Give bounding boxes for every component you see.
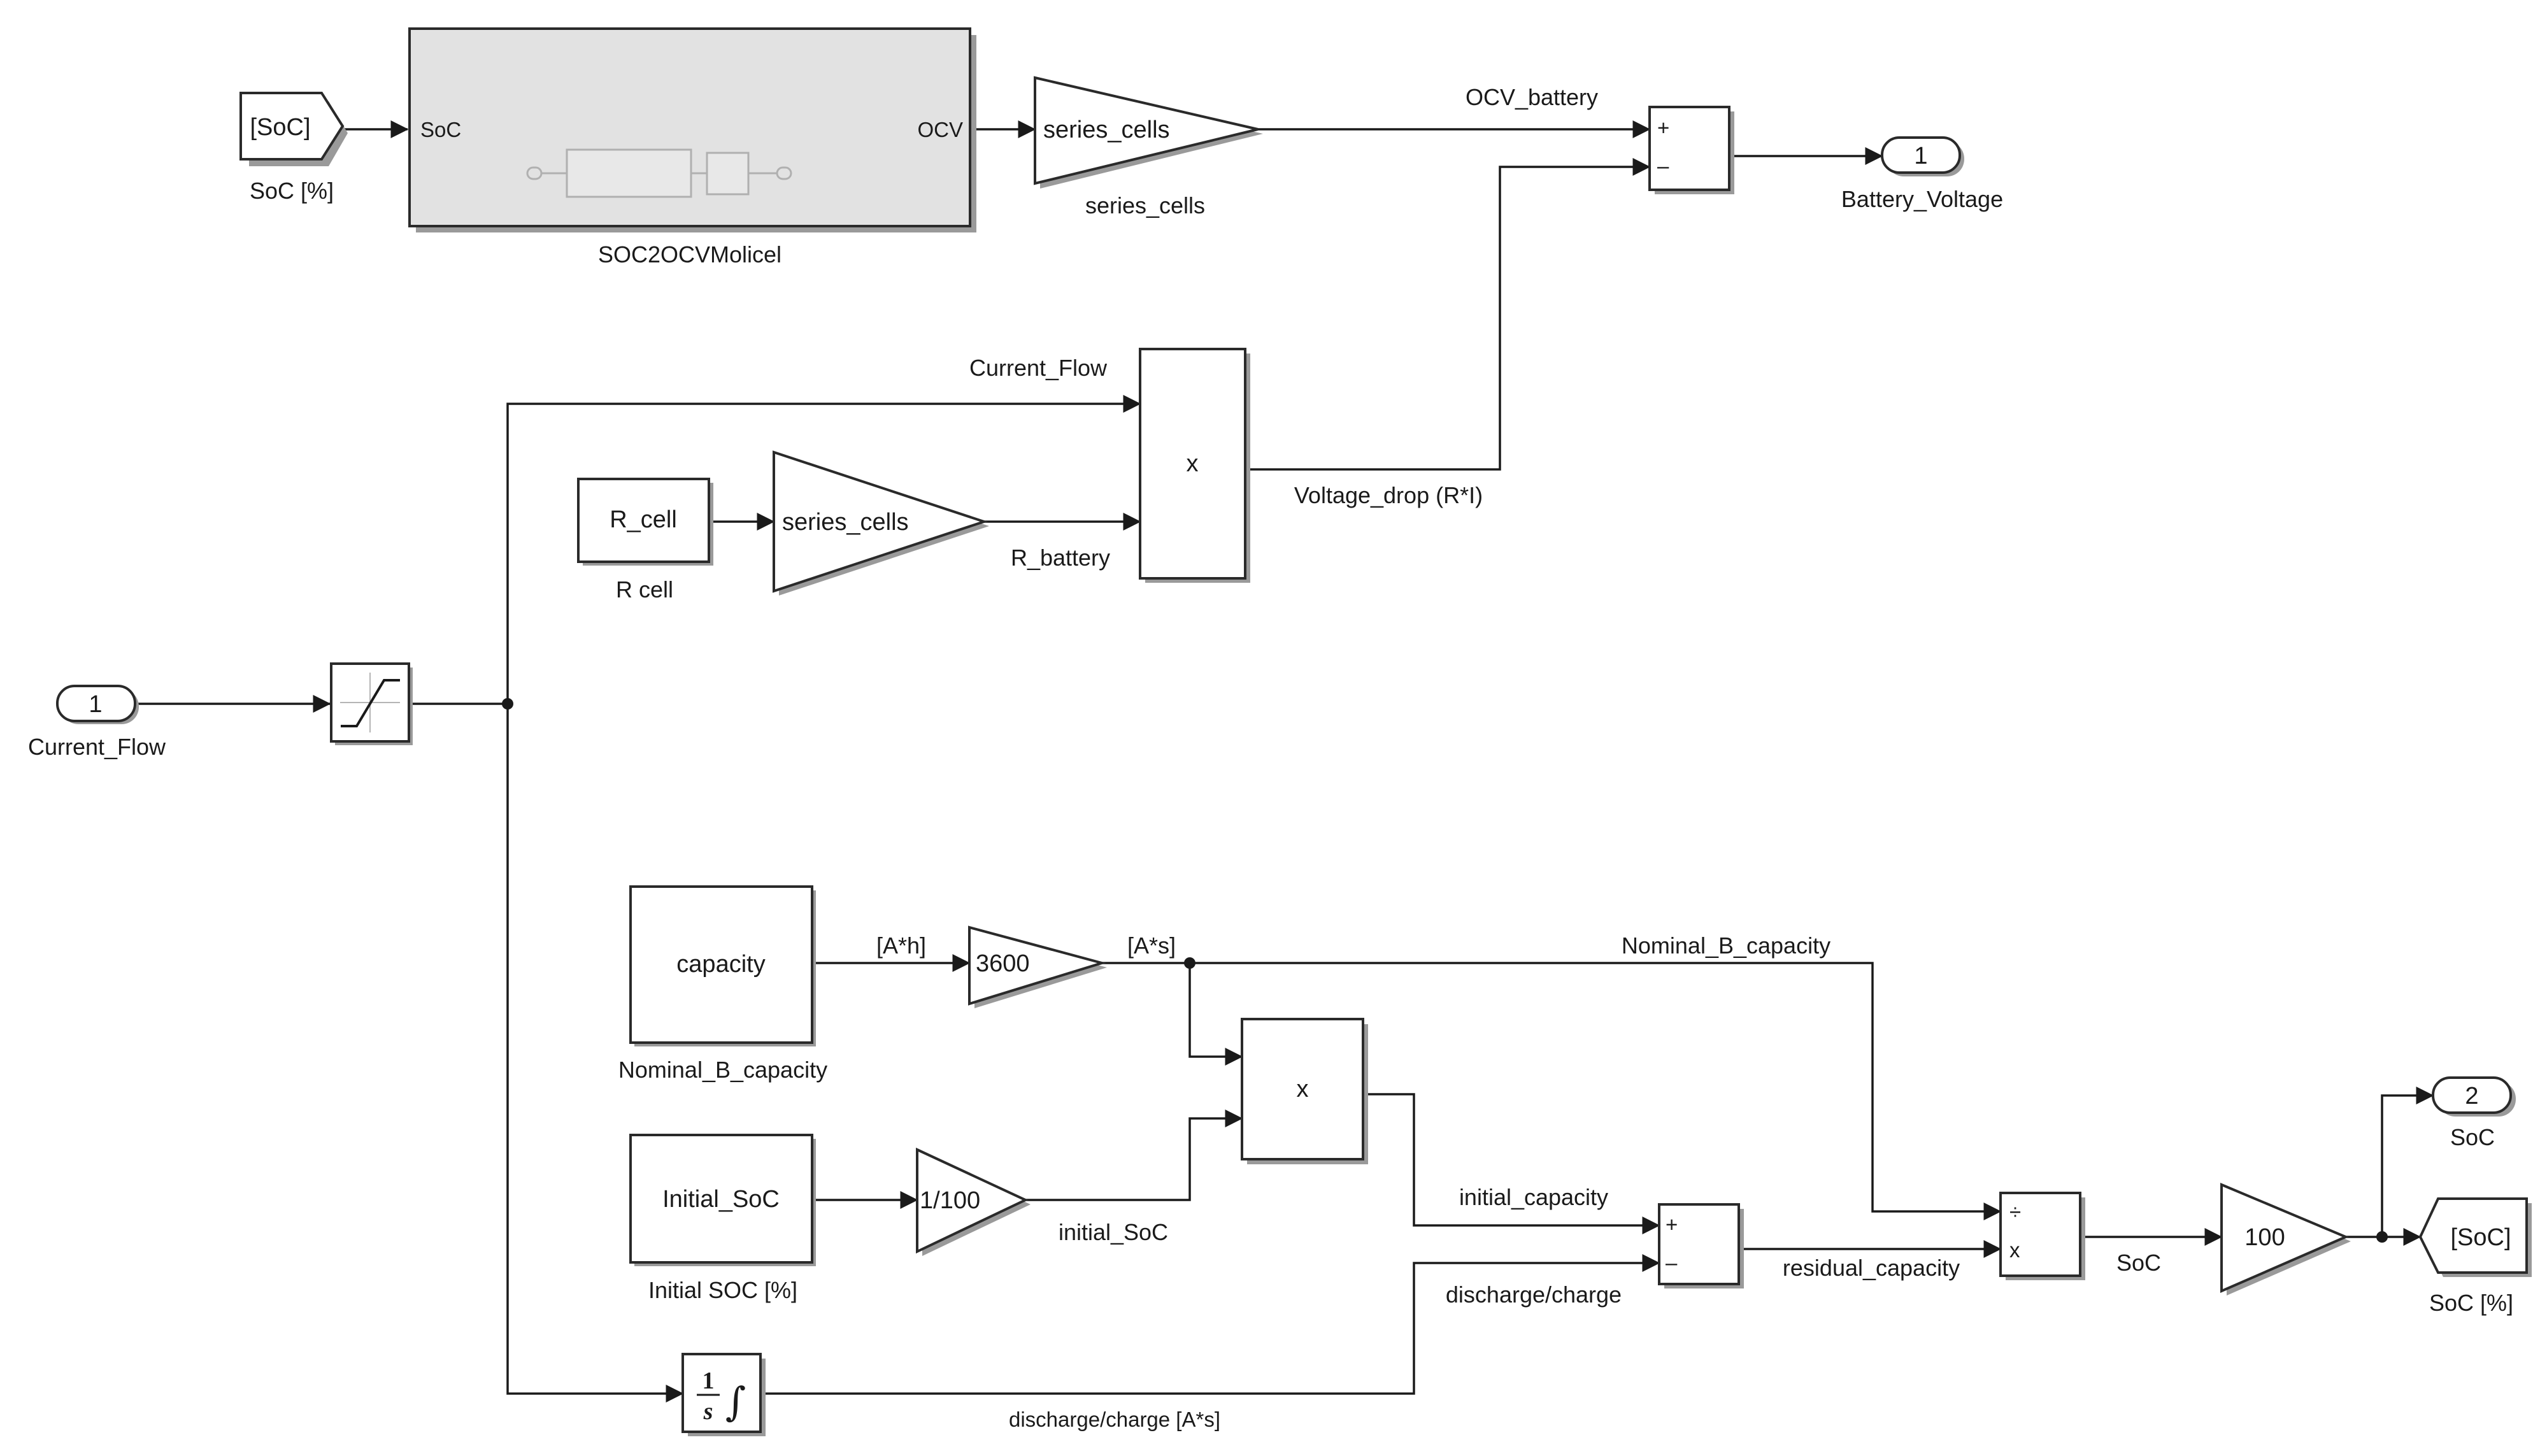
sum-top-plus: + [1657,116,1669,139]
out2-number: 2 [2465,1083,2478,1110]
signal-labels: OCV_battery Current_Flow Voltage_drop (R… [876,84,2161,1431]
gain-1-100-value: 1/100 [920,1187,980,1214]
signal-as: [A*s] [1127,932,1176,959]
wire-initial-capacity[interactable] [1364,1093,1660,1234]
in1-name: Current_Flow [28,734,166,760]
in1-number: 1 [89,691,102,718]
from-soc-block[interactable]: [SoC] [239,92,348,166]
subsystem-name: SOC2OCVMolicel [598,241,781,268]
goto-soc-label: [SoC] [2450,1224,2511,1251]
wire-nominal-b-capacity[interactable] [1190,962,2002,1220]
product-mid-block[interactable]: x [1241,1018,1368,1164]
out1-battery-voltage[interactable]: 1 [1881,136,1964,176]
sum-bottom-plus: + [1666,1213,1678,1236]
gain-1-100[interactable]: 1/100 [916,1147,1031,1256]
out2-name: SoC [2450,1124,2495,1150]
gain-3600-value: 3600 [976,950,1030,977]
gain-series-top-value: series_cells [1043,117,1170,143]
integrator-numerator: 1 [703,1367,715,1394]
product-top-symbol: x [1187,450,1199,477]
wire-voltage-drop[interactable] [1245,158,1651,471]
initial-soc-value: Initial_SoC [662,1186,780,1213]
wire-as-to-product[interactable] [1188,963,1243,1066]
signal-voltage-drop: Voltage_drop (R*I) [1294,482,1483,508]
gain-100[interactable]: 100 [2220,1182,2351,1295]
signal-discharge-charge-as: discharge/charge [A*s] [1009,1408,1220,1431]
divide-block[interactable]: ÷ x [1999,1192,2085,1280]
out1-name: Battery_Voltage [1841,186,2003,212]
divide-div: ÷ [2009,1200,2021,1224]
integrator-block[interactable]: 1 s ∫ [681,1353,766,1436]
saturation-icon [341,679,400,727]
gain-series-cells-mid[interactable]: series_cells [773,450,989,596]
subsystem-out-port: OCV [917,118,963,141]
gain-3600[interactable]: 3600 [968,925,1107,1008]
r-cell-constant[interactable]: R_cell [577,478,713,566]
saturation-block[interactable] [330,662,413,745]
soc2ocv-subsystem[interactable]: SoC OCV [408,27,976,232]
wire-to-out2[interactable] [2381,1087,2434,1237]
product-mid-symbol: x [1297,1076,1309,1103]
integrator-denominator: s [703,1398,713,1425]
signal-ah: [A*h] [876,932,926,959]
goto-soc-name: SoC [%] [2429,1290,2513,1316]
signal-initial-soc: initial_SoC [1059,1219,1168,1245]
wire-current-flow[interactable] [506,395,1141,704]
from-soc-name: SoC [%] [250,178,334,204]
signal-residual-capacity: residual_capacity [1783,1255,1960,1281]
signal-r-battery: R_battery [1011,545,1110,571]
wires [137,120,2434,1402]
signal-current-flow: Current_Flow [969,355,1108,381]
sum-top-minus: – [1657,154,1669,178]
integral-icon: ∫ [725,1378,746,1425]
subsystem-in-port: SoC [420,118,461,141]
subsystem-icon [526,148,792,198]
capacity-name: Nominal_B_capacity [618,1057,827,1083]
signal-ocv-battery: OCV_battery [1466,84,1598,110]
initial-soc-constant[interactable]: Initial_SoC [629,1134,816,1266]
initial-soc-name: Initial SOC [%] [648,1277,797,1303]
out1-number: 1 [1914,143,1927,169]
signal-initial-capacity: initial_capacity [1459,1184,1608,1210]
wire-to-integrator[interactable] [506,704,684,1402]
signal-discharge-charge: discharge/charge [1446,1281,1622,1308]
signal-soc: SoC [2116,1250,2161,1276]
gain-series-top-name: series_cells [1085,192,1205,218]
sum-bottom-minus: – [1666,1251,1678,1274]
from-soc-label: [SoC] [250,114,310,141]
goto-soc-block[interactable]: [SoC] [2418,1197,2532,1277]
gain-100-value: 100 [2244,1224,2285,1251]
sum-top-block[interactable]: + – [1648,106,1734,194]
sum-bottom-block[interactable]: + – [1658,1203,1744,1288]
product-top-block[interactable]: x [1139,348,1250,583]
wire-initial-soc[interactable] [1025,1110,1243,1201]
r-cell-value: R_cell [610,506,677,533]
out2-soc[interactable]: 2 [2432,1076,2516,1117]
wire-discharge-charge[interactable] [762,1254,1660,1395]
r-cell-name: R cell [616,576,673,603]
gain-series-mid-value: series_cells [782,509,909,536]
capacity-constant[interactable]: capacity [629,885,816,1046]
in1-current-flow[interactable]: 1 [56,685,139,724]
signal-nominal-b-capacity: Nominal_B_capacity [1622,932,1830,959]
capacity-value: capacity [676,951,765,978]
divide-mul: x [2009,1238,2020,1262]
gain-series-cells-top[interactable]: series_cells [1034,76,1263,189]
